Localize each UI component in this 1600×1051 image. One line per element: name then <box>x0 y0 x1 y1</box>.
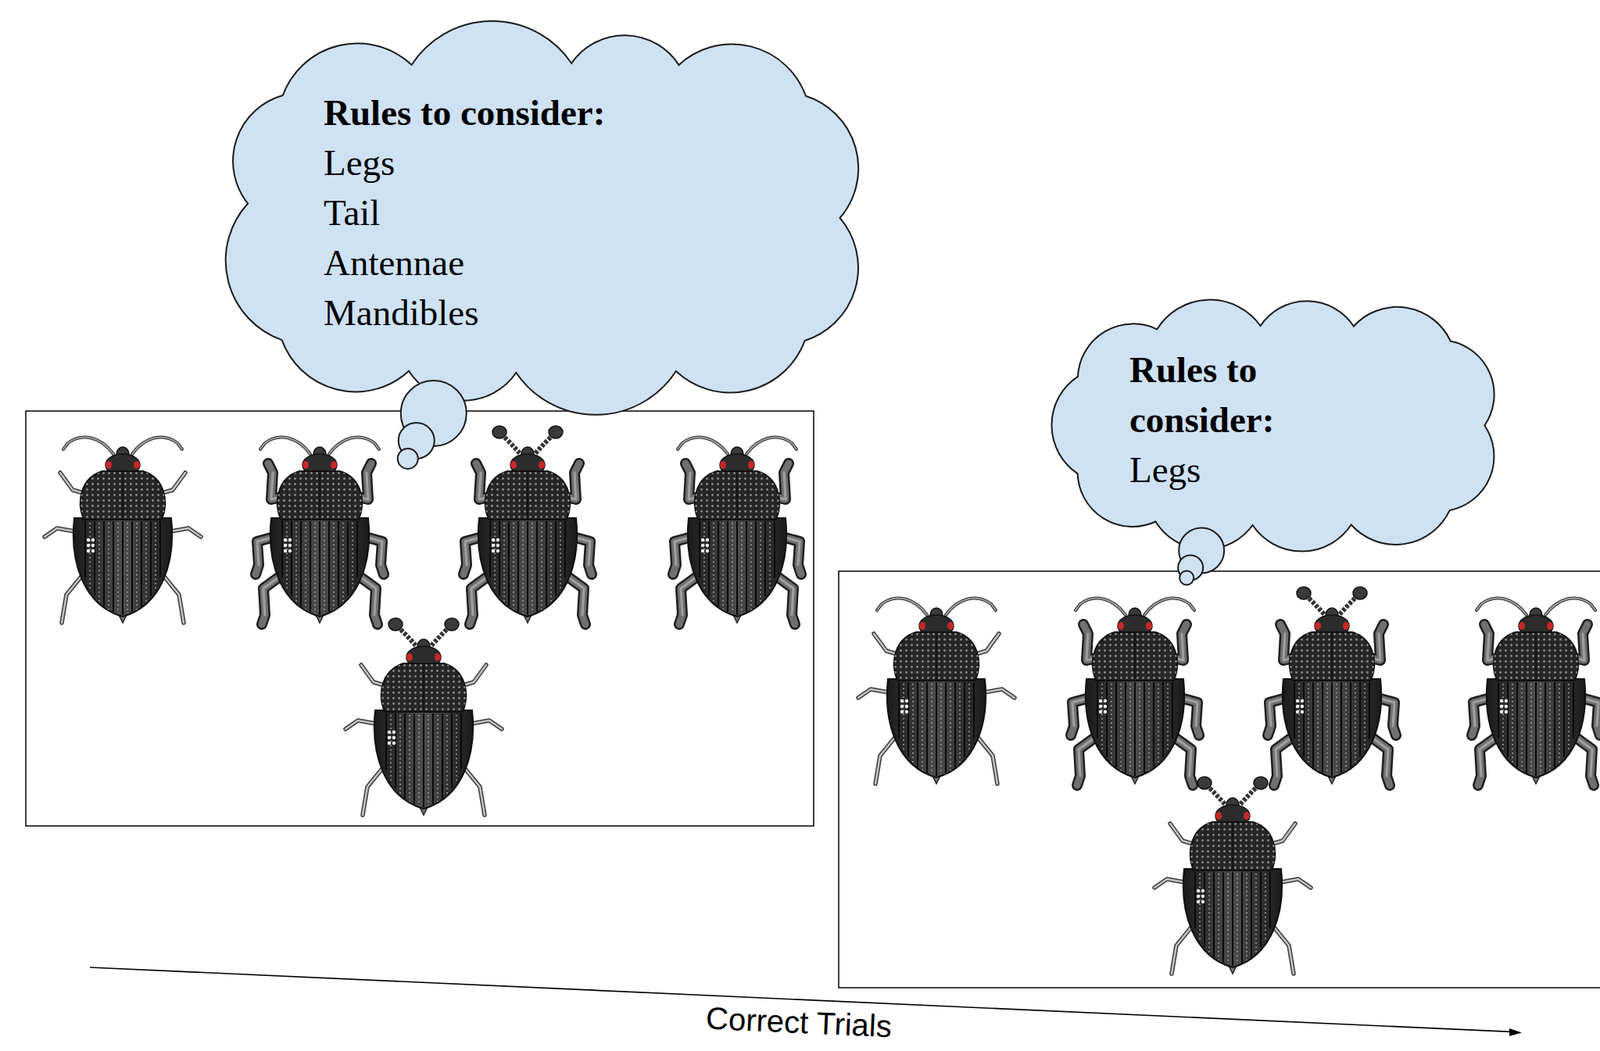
axis-label: Correct Trials <box>705 1000 893 1046</box>
beetle-illustration <box>345 618 502 816</box>
beetle-illustration <box>463 425 592 625</box>
beetle-illustration <box>1154 776 1311 974</box>
cloud-heading: Rules to consider: <box>323 87 605 138</box>
beetle-illustration <box>1070 597 1200 786</box>
beetle-illustration <box>672 436 802 625</box>
cloud-heading: Rules to consider: <box>1129 344 1333 445</box>
rule-item: Legs <box>1129 444 1333 495</box>
cloud-outline <box>1042 293 1517 558</box>
thought-bubble <box>1179 571 1194 586</box>
rule-item: Mandibles <box>323 287 605 338</box>
trial-panel <box>25 411 814 827</box>
cloud-text: Rules to consider:LegsTailAntennaeMandib… <box>323 87 605 338</box>
beetle-illustration <box>858 597 1015 784</box>
cloud-outline <box>207 23 881 413</box>
thought-cloud: Rules to consider:LegsTailAntennaeMandib… <box>207 23 881 413</box>
rule-item: Tail <box>323 187 605 238</box>
cloud-shape <box>225 21 859 416</box>
trial-panel <box>838 571 1600 988</box>
thought-cloud: Rules to consider:Legs <box>1042 293 1517 558</box>
cloud-shape <box>1051 300 1494 552</box>
cloud-text: Rules to consider:Legs <box>1129 344 1333 495</box>
beetle-illustration <box>1471 597 1600 786</box>
rule-item: Antennae <box>323 237 605 288</box>
thought-bubble <box>397 448 419 469</box>
beetle-illustration <box>1267 587 1396 786</box>
beetle-illustration <box>44 436 201 623</box>
rule-item: Legs <box>323 137 605 188</box>
beetle-illustration <box>255 436 384 625</box>
